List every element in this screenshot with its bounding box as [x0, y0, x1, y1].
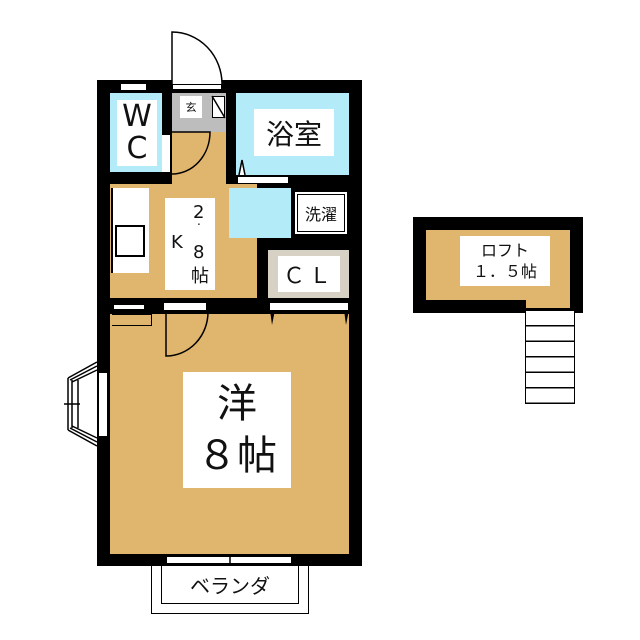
kitchen-label: 2 . K 8 帖 — [165, 198, 215, 290]
kitchen-window — [114, 303, 144, 311]
western-label: 洋 ８帖 — [183, 372, 291, 488]
bath-label: 浴室 — [254, 109, 334, 156]
closet-door — [270, 303, 348, 310]
closet-label: ＣＬ — [278, 256, 340, 292]
entrance-door-icon — [171, 31, 223, 85]
kitchen-floor-top — [172, 180, 226, 188]
kitchen-sink-icon — [115, 225, 145, 257]
wc-door-icon — [171, 131, 211, 175]
bath-door — [238, 177, 288, 183]
laundry-label: 洗濯 — [297, 194, 345, 232]
bay-window-glass — [99, 373, 107, 436]
kitchen-floor-ext — [226, 250, 257, 298]
storage-shelf — [112, 314, 152, 326]
loft-ladder — [525, 310, 575, 404]
loft-label: ロフト １．５帖 — [460, 236, 550, 286]
washroom-area — [229, 188, 291, 238]
room-door-sill — [164, 303, 206, 310]
wc-window — [121, 84, 146, 90]
room-door-icon — [165, 311, 209, 357]
balcony-label: ベランダ — [161, 566, 299, 604]
balcony-window — [167, 556, 291, 564]
entrance-label: 玄 — [180, 96, 202, 118]
entrance-door-sill — [172, 84, 222, 90]
loft-floor-ext — [526, 298, 570, 308]
bay-window-icon — [64, 361, 98, 447]
wc-door — [162, 135, 170, 172]
wc-label: W C — [117, 100, 157, 166]
